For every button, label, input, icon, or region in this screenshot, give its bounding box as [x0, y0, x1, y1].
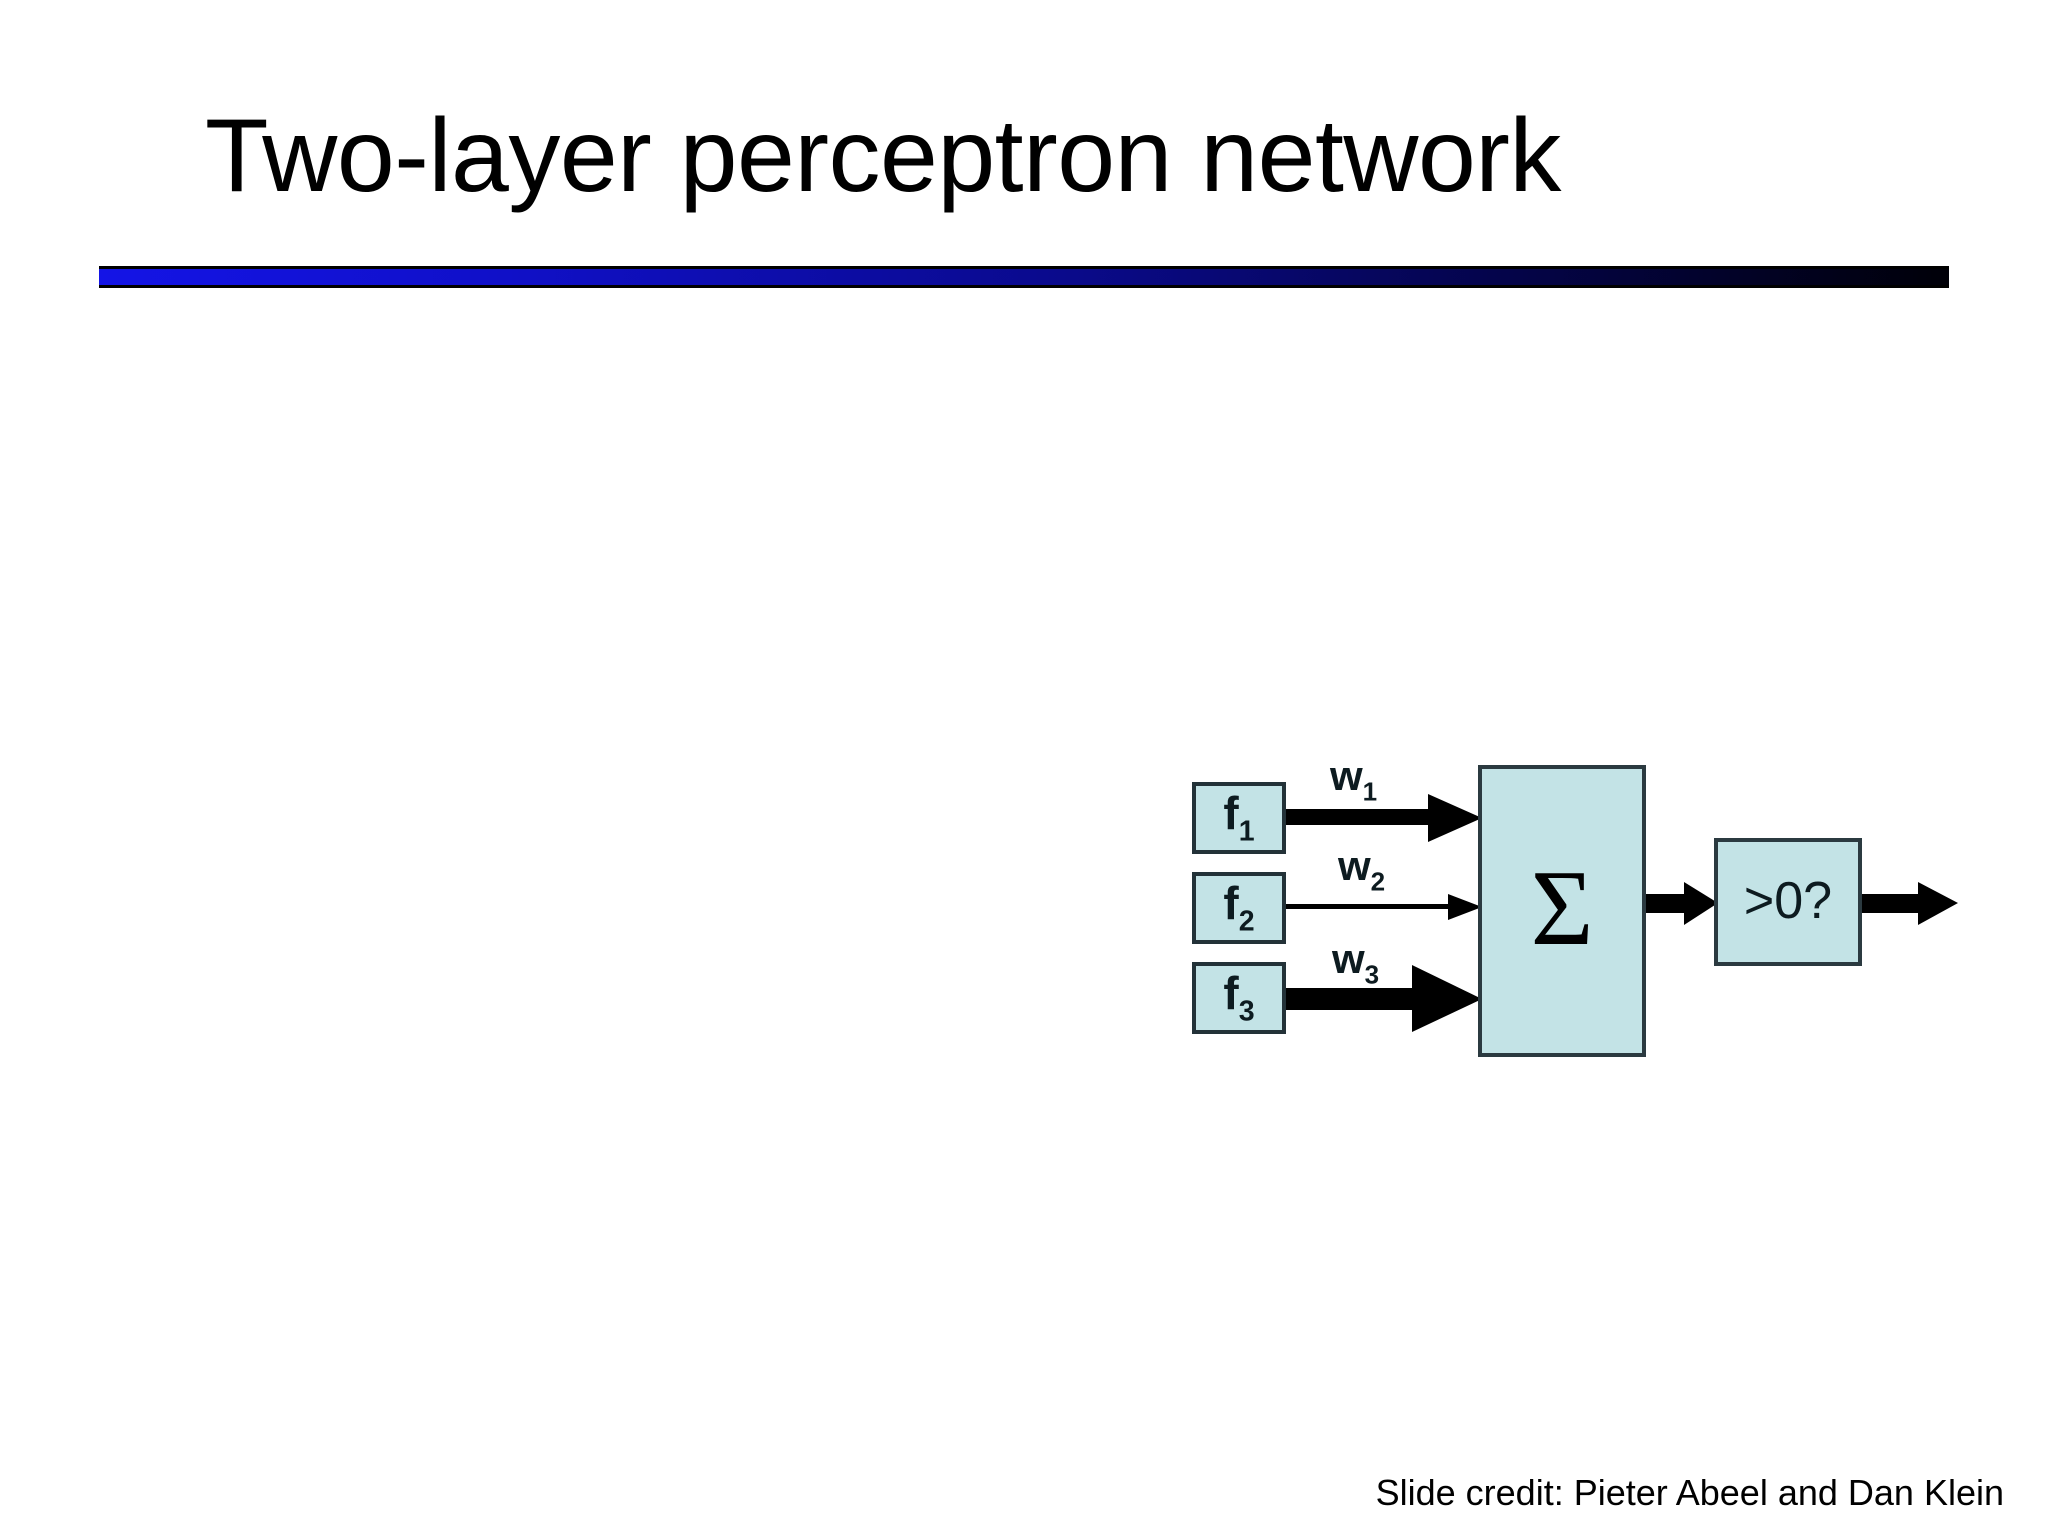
weight-label-w3: w3 — [1332, 935, 1380, 990]
feature-node-f1-label: f1 — [1223, 786, 1255, 848]
feature-node-f3[interactable]: f3 — [1192, 962, 1286, 1034]
title-divider — [99, 266, 1949, 288]
summation-node[interactable]: Σ — [1478, 765, 1646, 1057]
feature-node-f3-label: f3 — [1223, 966, 1255, 1028]
feature-node-f2-label: f2 — [1223, 876, 1255, 938]
threshold-node-label: >0? — [1743, 871, 1833, 930]
arrow-w3 — [1286, 965, 1482, 1032]
slide-credit: Slide credit: Pieter Abeel and Dan Klein — [1375, 1472, 2004, 1513]
weight-label-w2: w2 — [1338, 842, 1386, 897]
arrow-w2 — [1286, 894, 1482, 920]
threshold-node[interactable]: >0? — [1714, 838, 1862, 966]
arrow-sum-to-threshold — [1644, 882, 1718, 925]
arrow-output — [1860, 882, 1958, 925]
feature-node-f1[interactable]: f1 — [1192, 782, 1286, 854]
perceptron-diagram: f1 f2 f3 w1 w2 w3 Σ >0? — [1180, 754, 2000, 1057]
arrow-w1 — [1286, 794, 1482, 842]
weight-label-w1: w1 — [1330, 752, 1378, 807]
page-title: Two-layer perceptron network — [205, 98, 1561, 214]
diagram-arrows-layer — [1286, 794, 1958, 1032]
feature-node-f2[interactable]: f2 — [1192, 872, 1286, 944]
sigma-icon: Σ — [1530, 848, 1594, 968]
